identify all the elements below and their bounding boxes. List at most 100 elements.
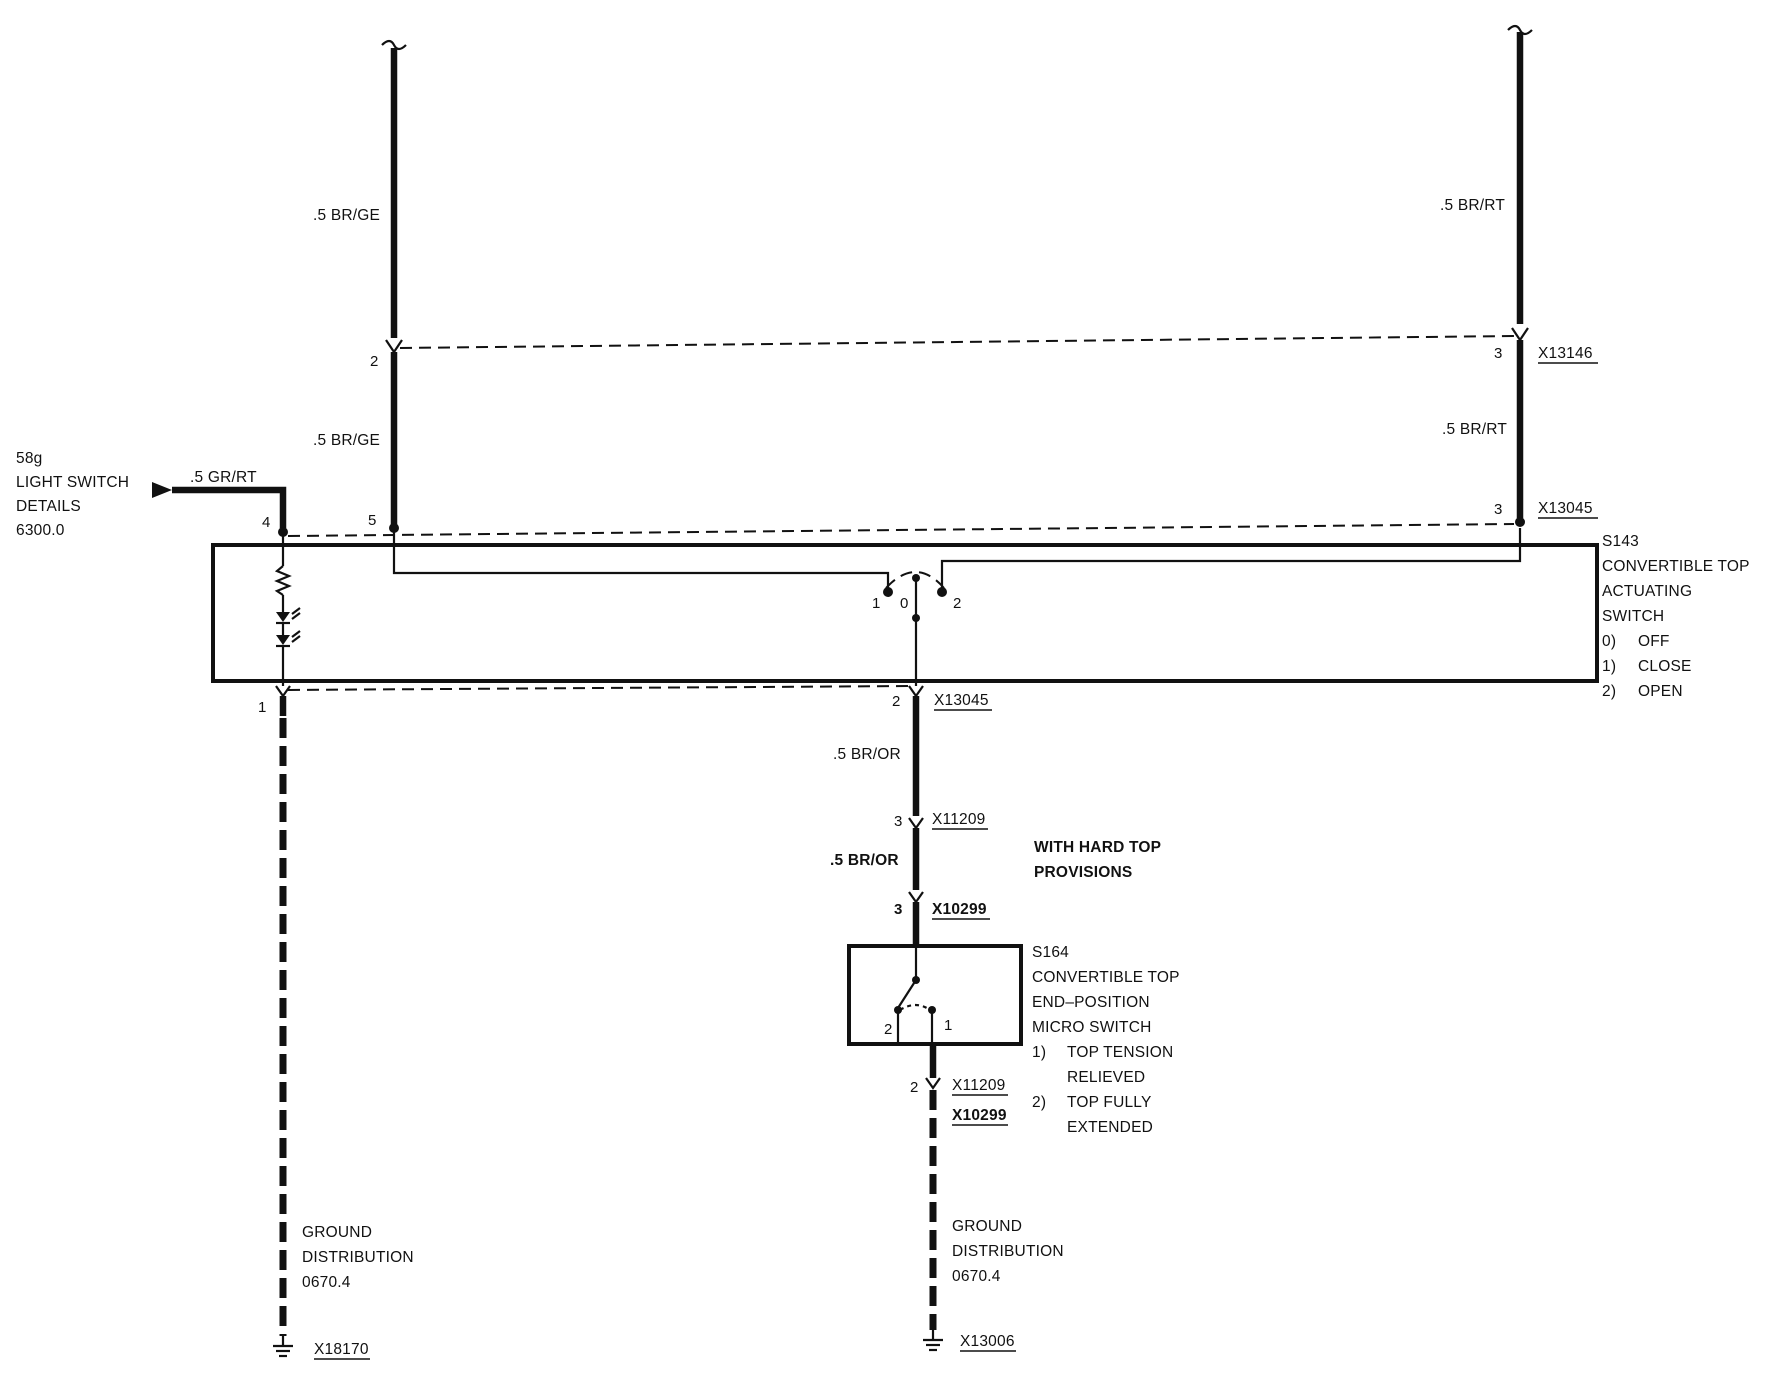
ground-symbol-icon — [273, 1336, 293, 1358]
connector-x13146-dashed-line — [399, 335, 1515, 349]
wire-left-br-ge — [381, 39, 407, 533]
connector-x10299-bottom-label: X10299 — [952, 1107, 1007, 1124]
s143-pos2-text: OPEN — [1638, 683, 1683, 700]
led-ray-icon — [291, 630, 301, 643]
connector-mark-icon — [1511, 327, 1529, 342]
connector-mark-icon — [908, 685, 924, 698]
connector-mark-icon — [385, 339, 403, 354]
connector-x13045-top-dashed-line — [287, 523, 1515, 537]
pin-number: 3 — [1494, 501, 1502, 518]
wire-ground-left — [273, 685, 293, 1358]
junction-dot-icon — [389, 523, 399, 533]
resistor-icon — [274, 565, 292, 596]
pin-number: 3 — [894, 813, 902, 830]
s143-internal-wiring — [274, 528, 1522, 686]
contact-0-lower-dot-icon — [912, 614, 920, 622]
junction-dot-icon — [1515, 517, 1525, 527]
s164-note1-line1: TOP TENSION — [1067, 1044, 1173, 1061]
connector-mark-icon — [275, 685, 291, 698]
light-switch-line4: 6300.0 — [16, 522, 65, 539]
wire-break-icon — [381, 39, 407, 51]
led-icon — [276, 612, 290, 622]
s143-pos1-text: CLOSE — [1638, 658, 1692, 675]
s164-id: S164 — [1032, 944, 1069, 961]
s143-line2: ACTUATING — [1602, 583, 1692, 600]
connector-mark-icon — [908, 891, 924, 904]
wire-feed-gr-rt — [152, 482, 288, 537]
connector-x13006: X13006 — [960, 1333, 1016, 1352]
connector-x10299-top: X10299 — [932, 901, 990, 920]
pin-number: 2 — [910, 1079, 918, 1096]
connector-x10299-top-label: X10299 — [932, 901, 987, 918]
s164-switch-box — [847, 944, 1023, 1046]
s143-contact-label: 0 — [900, 595, 908, 612]
s164-note2-line2: EXTENDED — [1067, 1119, 1153, 1136]
connector-x13146-label: X13146 — [1538, 345, 1593, 362]
center-lower-wire-label: .5 BR/OR — [830, 852, 899, 869]
ground-symbol-icon — [923, 1330, 943, 1352]
connector-x13045-bottom-label: X13045 — [934, 692, 989, 709]
s143-pos1-num: 1) — [1602, 658, 1616, 675]
s143-pos0-num: 0) — [1602, 633, 1616, 650]
center-upper-wire-label: .5 BR/OR — [833, 746, 901, 763]
connector-x18170-label: X18170 — [314, 1341, 369, 1358]
connector-x18170: X18170 — [314, 1341, 370, 1360]
ground-left-line1: GROUND — [302, 1224, 372, 1241]
pin-number: 3 — [1494, 345, 1502, 362]
pin-number: 1 — [258, 699, 266, 716]
s164-contact-label: 1 — [944, 1017, 952, 1034]
hard-top-note: WITH HARD TOP PROVISIONS — [1034, 839, 1161, 881]
wire-break-icon — [1507, 24, 1533, 36]
connector-x11209-bottom-label: X11209 — [952, 1077, 1006, 1094]
light-switch-reference: 58g LIGHT SWITCH DETAILS 6300.0 — [16, 450, 129, 539]
ground-center-line1: GROUND — [952, 1218, 1022, 1235]
s143-description: S143 CONVERTIBLE TOP ACTUATING SWITCH 0)… — [1602, 533, 1750, 700]
ground-left-line3: 0670.4 — [302, 1274, 351, 1291]
led-icon — [276, 635, 290, 645]
wire-ground-center — [923, 1044, 943, 1352]
s143-id: S143 — [1602, 533, 1639, 550]
wire-right-br-rt — [1507, 24, 1533, 527]
pin-number: 5 — [368, 512, 376, 529]
s164-line1: CONVERTIBLE TOP — [1032, 969, 1180, 986]
connector-x11209-top-label: X11209 — [932, 811, 986, 828]
s164-contact-label: 2 — [884, 1021, 892, 1038]
s164-note2-num: 2) — [1032, 1094, 1046, 1111]
ground-center-note: GROUND DISTRIBUTION 0670.4 — [952, 1218, 1064, 1285]
feed-arrow-icon — [152, 482, 172, 498]
connector-mark-icon — [925, 1077, 941, 1090]
pin-number: 4 — [262, 514, 270, 531]
right-top-wire-label: .5 BR/RT — [1440, 197, 1505, 214]
s143-line3: SWITCH — [1602, 608, 1664, 625]
hard-top-line2: PROVISIONS — [1034, 864, 1132, 881]
s143-contact-label: 2 — [953, 595, 961, 612]
s164-note2-line1: TOP FULLY — [1067, 1094, 1152, 1111]
s143-line1: CONVERTIBLE TOP — [1602, 558, 1750, 575]
micro-switch-arc-icon — [899, 1003, 931, 1011]
connector-mark-icon — [908, 817, 924, 830]
connector-x13006-label: X13006 — [960, 1333, 1015, 1350]
hard-top-line1: WITH HARD TOP — [1034, 839, 1161, 856]
s164-note1-num: 1) — [1032, 1044, 1046, 1061]
right-mid-wire-label: .5 BR/RT — [1442, 421, 1507, 438]
s164-line2: END–POSITION — [1032, 994, 1150, 1011]
connector-x13045-bottom: X13045 — [934, 692, 992, 711]
feed-wire-label: .5 GR/RT — [190, 469, 257, 486]
connector-x13045-bottom-dashed-line — [287, 685, 911, 691]
s143-pos0-text: OFF — [1638, 633, 1670, 650]
led-ray-icon — [291, 607, 301, 620]
ground-center-line3: 0670.4 — [952, 1268, 1001, 1285]
ground-left-line2: DISTRIBUTION — [302, 1249, 414, 1266]
s143-contact-label: 1 — [872, 595, 880, 612]
connector-x13045-top: X13045 — [1538, 500, 1598, 519]
light-switch-line3: DETAILS — [16, 498, 81, 515]
contact-2-dot-icon — [937, 587, 947, 597]
s164-description: S164 CONVERTIBLE TOP END–POSITION MICRO … — [1032, 944, 1180, 1136]
left-mid-wire-label: .5 BR/GE — [313, 432, 380, 449]
pin-number: 2 — [370, 353, 378, 370]
connector-x13045-top-label: X13045 — [1538, 500, 1593, 517]
s164-note1-line2: RELIEVED — [1067, 1069, 1145, 1086]
connector-x11209-top: X11209 — [932, 811, 988, 830]
light-switch-line2: LIGHT SWITCH — [16, 474, 129, 491]
connector-x10299-bottom: X10299 — [952, 1107, 1008, 1126]
